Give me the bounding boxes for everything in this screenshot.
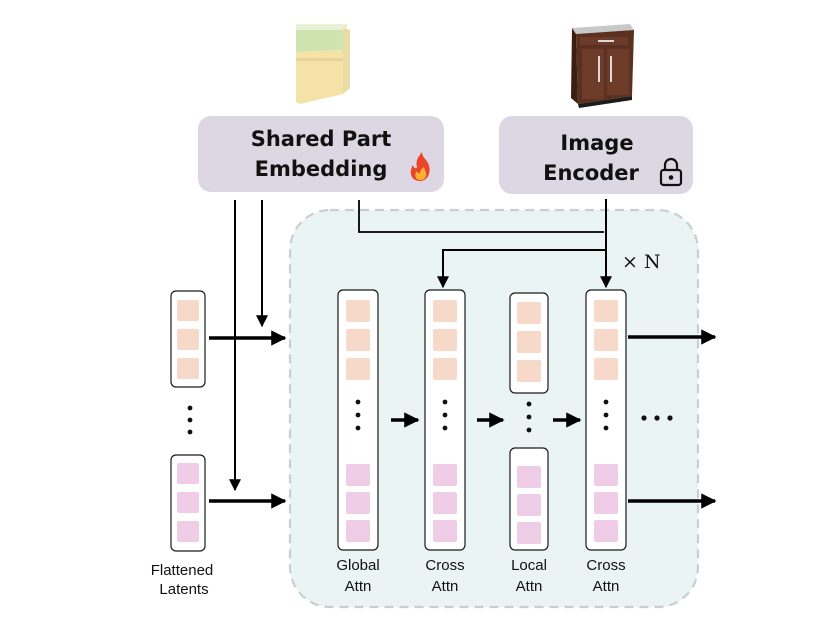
latent-token <box>177 463 199 484</box>
latent-ellipsis <box>187 405 193 435</box>
block-label-line2: Attn <box>432 578 459 595</box>
cross-attn-condition-arrow <box>437 249 606 289</box>
block-label-line1: Cross <box>425 557 464 574</box>
inputs-label-line2: Latents <box>159 581 208 598</box>
token <box>594 358 618 380</box>
continuation-ellipsis <box>641 415 673 421</box>
block-label-line1: Global <box>336 557 379 574</box>
connectors <box>209 199 717 509</box>
token <box>594 492 618 514</box>
token <box>433 492 457 514</box>
token <box>433 464 457 486</box>
token <box>517 522 541 544</box>
latent-token <box>177 492 199 513</box>
cabinet-photo <box>571 24 634 108</box>
token <box>433 358 457 380</box>
shared-part-embedding-module: Shared Part Embedding <box>198 116 444 192</box>
token <box>433 300 457 322</box>
token <box>346 300 370 322</box>
part-render-image <box>296 24 350 104</box>
global-attn-block: Global Attn <box>336 289 380 595</box>
token <box>346 329 370 351</box>
block-label-line1: Local <box>511 557 547 574</box>
block-label-line1: Cross <box>586 557 625 574</box>
token <box>517 331 541 353</box>
token <box>346 358 370 380</box>
token <box>346 464 370 486</box>
token <box>433 520 457 542</box>
image-encoder-module: Image Encoder <box>499 116 693 194</box>
token <box>594 300 618 322</box>
token <box>433 329 457 351</box>
latent-token <box>177 521 199 542</box>
block-label-line2: Attn <box>345 578 372 595</box>
latent-token <box>177 329 199 350</box>
token <box>517 466 541 488</box>
token <box>594 329 618 351</box>
lock-icon <box>659 157 683 187</box>
embedding-title-line1: Shared Part <box>251 127 392 151</box>
encoder-title-line1: Image <box>560 131 633 155</box>
token <box>517 360 541 382</box>
local-attn-block: Local Attn <box>509 292 549 595</box>
embedding-condition-line <box>358 200 604 233</box>
token <box>517 302 541 324</box>
token <box>346 520 370 542</box>
token <box>517 494 541 516</box>
flame-icon <box>410 152 430 181</box>
cross-attn-block-2: Cross Attn <box>585 289 627 595</box>
latent-token <box>177 358 199 379</box>
token <box>594 464 618 486</box>
embedding-title-line2: Embedding <box>255 157 388 181</box>
latent-token <box>177 300 199 321</box>
token <box>346 492 370 514</box>
cross-attn-block-1: Cross Attn <box>424 289 466 595</box>
repeat-label: × N <box>622 251 661 273</box>
token <box>594 520 618 542</box>
inputs-label-line1: Flattened <box>151 562 214 579</box>
flattened-latents: Flattened Latents <box>151 290 214 598</box>
block-label-line2: Attn <box>516 578 543 595</box>
encoder-title-line2: Encoder <box>543 161 639 185</box>
block-label-line2: Attn <box>593 578 620 595</box>
